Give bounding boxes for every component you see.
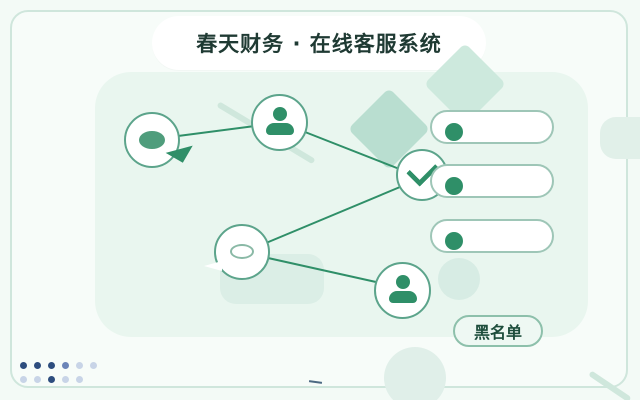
dot-grid-dot (90, 362, 97, 369)
page-title: 春天财务 · 在线客服系统 (152, 16, 486, 70)
ellipse-icon (230, 244, 254, 259)
dot-grid-dot (34, 376, 41, 383)
connection-line-bubble-user (177, 125, 256, 137)
option-row-3[interactable] (430, 219, 554, 253)
user-body-icon (266, 123, 294, 135)
dot-grid-dot (76, 376, 83, 383)
connection-line-user-check (304, 131, 403, 171)
user-node-bottom (374, 262, 431, 319)
user-node-top (251, 94, 308, 151)
ellipse-tail-icon (204, 261, 222, 271)
option-row-1[interactable] (430, 110, 554, 144)
decorative-circle-right (438, 258, 480, 300)
user-head-icon (273, 107, 287, 121)
connection-line-ellipse-user (267, 257, 377, 283)
connection-line-ellipse-check (265, 186, 401, 244)
dot-grid-dot (20, 376, 27, 383)
chat-bubble-icon (139, 131, 165, 149)
dot-grid-dot (48, 362, 55, 369)
decorative-dot-grid (20, 362, 97, 386)
option-dot-icon (445, 123, 463, 141)
user-icon (389, 275, 417, 305)
option-dot-icon (445, 177, 463, 195)
decorative-edge-chip (600, 117, 640, 159)
dot-grid-dot (62, 362, 69, 369)
option-dot-icon (445, 232, 463, 250)
option-row-2[interactable] (430, 164, 554, 198)
dot-grid-dot (62, 376, 69, 383)
dot-grid-dot (48, 376, 55, 383)
user-icon (266, 107, 294, 137)
dot-grid-dot (76, 362, 83, 369)
decorative-circle-bottom (384, 347, 446, 400)
blacklist-button[interactable]: 黑名单 (453, 315, 543, 347)
dot-grid-dot (20, 362, 27, 369)
user-body-icon (389, 291, 417, 303)
dot-grid-dot (34, 362, 41, 369)
user-head-icon (396, 275, 410, 289)
